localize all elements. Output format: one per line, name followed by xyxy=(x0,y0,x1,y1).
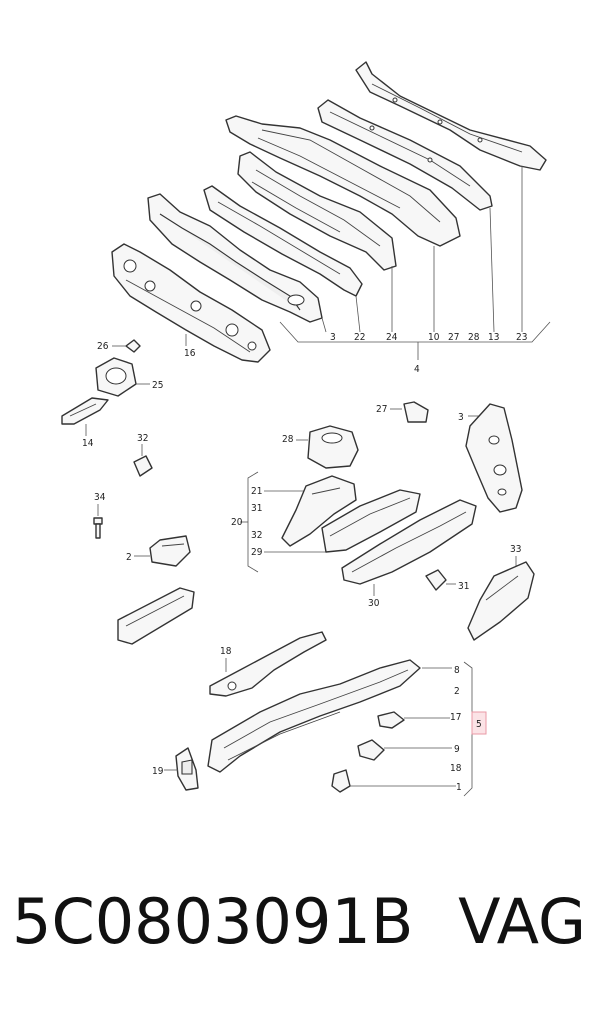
part-13-rail xyxy=(317,99,493,211)
part-9-fitting xyxy=(357,739,385,761)
label-14: 14 xyxy=(82,438,94,449)
part-14-bracket xyxy=(61,397,109,425)
part-31-clip xyxy=(425,569,447,591)
part-32-nut xyxy=(133,455,153,477)
part-16-bulkhead xyxy=(111,243,271,363)
part-2-bracket xyxy=(149,535,191,567)
label-27-mid: 27 xyxy=(376,404,387,415)
part-25-mount xyxy=(95,357,137,397)
part-19-plate xyxy=(175,747,199,791)
label-10: 10 xyxy=(428,332,440,343)
part-1-bracket xyxy=(331,769,351,793)
label-16: 16 xyxy=(184,348,196,359)
caption: 5C0803091B VAG xyxy=(0,885,600,985)
label-29: 29 xyxy=(251,547,263,558)
part-2-lower-rail xyxy=(117,587,195,645)
part-10-cowl-panel xyxy=(225,115,461,247)
parts-exploded-diagram: 3 22 24 10 27 28 13 23 4 16 26 25 14 32 … xyxy=(61,61,551,797)
brand-text: VAG xyxy=(458,885,586,958)
part-28-strut-top xyxy=(307,425,359,469)
part-18-bracket xyxy=(209,631,327,697)
part-26-clip xyxy=(112,339,141,353)
label-26: 26 xyxy=(97,341,109,352)
label-24: 24 xyxy=(386,332,398,343)
label-18-top: 18 xyxy=(220,646,232,657)
label-27-top: 27 xyxy=(448,332,459,343)
label-13: 13 xyxy=(488,332,499,343)
label-28-top: 28 xyxy=(468,332,480,343)
label-4: 4 xyxy=(414,364,420,375)
part-33-panel xyxy=(467,561,535,641)
label-22: 22 xyxy=(354,332,365,343)
label-3-top: 3 xyxy=(330,332,336,343)
part-24-panel xyxy=(237,151,397,271)
label-19: 19 xyxy=(152,766,164,777)
label-5: 5 xyxy=(476,719,482,730)
part-17-clip xyxy=(377,711,405,729)
label-2-bottom: 2 xyxy=(454,686,460,697)
label-8: 8 xyxy=(454,665,460,676)
label-23: 23 xyxy=(516,332,527,343)
part-34-bolt xyxy=(93,517,103,539)
label-33: 33 xyxy=(510,544,521,555)
part-27-bracket xyxy=(403,401,429,423)
part-23-rail xyxy=(355,61,547,171)
label-2-left: 2 xyxy=(126,552,132,563)
label-25: 25 xyxy=(152,380,163,391)
label-3-mid: 3 xyxy=(458,412,464,423)
part-number-text: 5C0803091B xyxy=(12,885,414,958)
part-29-wheelhouse-rail xyxy=(321,489,421,553)
label-31-mid: 31 xyxy=(251,503,262,514)
label-32-mid: 32 xyxy=(251,530,262,541)
label-17: 17 xyxy=(450,712,461,723)
label-1: 1 xyxy=(456,782,462,793)
part-21-strut-housing xyxy=(281,475,357,547)
part-8-frame-rail xyxy=(207,659,421,773)
label-28-mid: 28 xyxy=(282,434,294,445)
part-30-longitudinal xyxy=(341,499,477,585)
label-20: 20 xyxy=(231,517,243,528)
label-31-right: 31 xyxy=(458,581,469,592)
label-9: 9 xyxy=(454,744,460,755)
label-34: 34 xyxy=(94,492,106,503)
label-30: 30 xyxy=(368,598,380,609)
part-3-a-pillar xyxy=(465,403,523,513)
part-22-bracket xyxy=(203,185,363,297)
label-21: 21 xyxy=(251,486,262,497)
highlight-part-5: 5 xyxy=(471,711,487,735)
label-32-left: 32 xyxy=(137,433,148,444)
label-18-bottom: 18 xyxy=(450,763,462,774)
